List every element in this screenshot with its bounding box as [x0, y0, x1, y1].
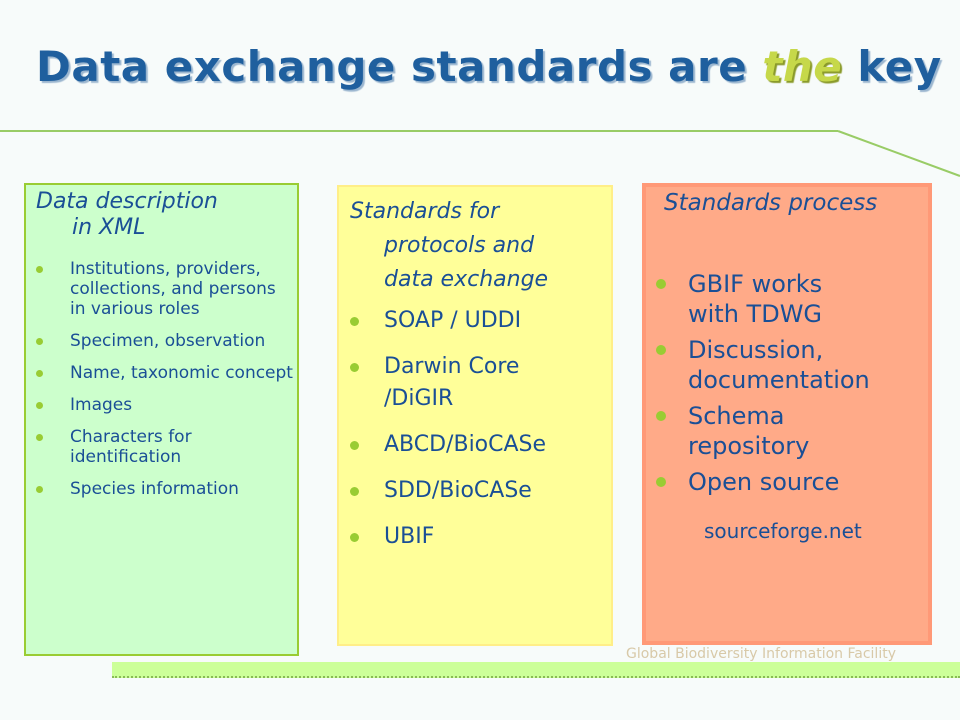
list-item: Images [36, 395, 296, 415]
list-item: GBIF works with TDWG [656, 269, 858, 329]
list-item: Characters for identification [36, 427, 296, 467]
list-item-text: Schema repository [688, 402, 810, 460]
bullet-icon [350, 487, 359, 496]
bullet-icon [656, 279, 666, 289]
list-item-text: Images [70, 395, 133, 415]
list-item: Discussion, documentation [656, 335, 931, 395]
bullet-icon [36, 338, 43, 345]
page-title: Data exchange standards are the key [36, 42, 941, 91]
process-list: GBIF works with TDWG Discussion, documen… [656, 269, 931, 503]
bullet-icon [36, 434, 43, 441]
bullet-icon [36, 370, 43, 377]
footer-text: Global Biodiversity Information Facility [626, 646, 896, 662]
heading-line: Standards for [350, 199, 500, 224]
list-item-text: SOAP / UDDI [384, 308, 522, 333]
bullet-icon [36, 402, 43, 409]
list-item-text: Species information [70, 479, 239, 499]
bullet-icon [350, 441, 359, 450]
box-standards-process: Standards process GBIF works with TDWG D… [642, 183, 932, 645]
list-item-text: Darwin Core /DiGIR [384, 354, 520, 411]
box-protocols: Standards for protocols and data exchang… [337, 185, 613, 646]
list-item: Species information [36, 479, 296, 499]
box-standards-process-heading: Standards process [664, 190, 878, 216]
list-item: ABCD/BioCASe [350, 429, 610, 461]
list-item: Name, taxonomic concept [36, 363, 296, 383]
list-item: UBIF [350, 521, 610, 553]
box-data-description: Data description in XML Institutions, pr… [24, 183, 299, 656]
bullet-icon [36, 486, 43, 493]
heading-line: Data description [36, 189, 218, 214]
list-item-text: Institutions, providers, collections, an… [70, 259, 276, 319]
list-item: Darwin Core /DiGIR [350, 351, 574, 415]
sourceforge-text: sourceforge.net [704, 519, 862, 543]
footer-divider [112, 676, 960, 678]
list-item: Institutions, providers, collections, an… [36, 259, 296, 319]
list-item-text: SDD/BioCASe [384, 478, 532, 503]
list-item: Open source [656, 467, 931, 497]
list-item-text: Specimen, observation [70, 331, 266, 351]
list-item-text: ABCD/BioCASe [384, 432, 547, 457]
list-item: SOAP / UDDI [350, 305, 610, 337]
bullet-icon [350, 533, 359, 542]
box-protocols-heading: Standards for protocols and data exchang… [350, 195, 548, 297]
list-item-text: GBIF works with TDWG [688, 270, 823, 328]
list-item-text: Name, taxonomic concept [70, 363, 293, 383]
heading-line: data exchange [384, 267, 549, 292]
title-part-before: Data exchange standards are [36, 42, 763, 91]
footer-bar [112, 662, 960, 678]
box-data-description-heading: Data description in XML [36, 189, 218, 241]
data-description-list: Institutions, providers, collections, an… [36, 259, 296, 511]
title-emphasis: the [762, 42, 843, 91]
heading-line: protocols and [384, 233, 535, 258]
list-item: SDD/BioCASe [350, 475, 610, 507]
heading-line: in XML [72, 215, 146, 240]
title-part-after: key [842, 42, 942, 91]
protocols-list: SOAP / UDDI Darwin Core /DiGIR ABCD/BioC… [350, 305, 610, 567]
bullet-icon [656, 411, 666, 421]
list-item-text: Characters for identification [70, 427, 192, 467]
bullet-icon [350, 363, 359, 372]
bullet-icon [350, 317, 359, 326]
list-item: Specimen, observation [36, 331, 296, 351]
list-item-text: UBIF [384, 524, 435, 549]
bullet-icon [656, 345, 666, 355]
list-item-text: Discussion, documentation [688, 336, 870, 394]
bullet-icon [656, 477, 666, 487]
bullet-icon [36, 266, 43, 273]
list-item: Schema repository [656, 401, 848, 461]
list-item-text: Open source [688, 468, 840, 496]
